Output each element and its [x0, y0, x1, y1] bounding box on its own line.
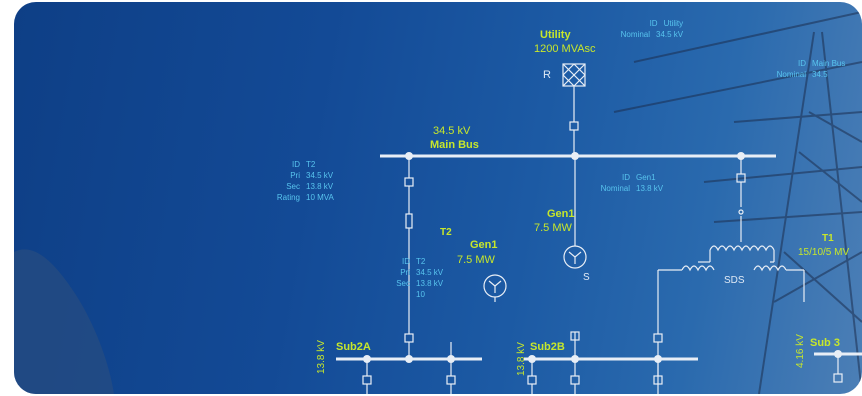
- main-bus-name: Main Bus: [430, 139, 479, 151]
- diagram-canvas: [14, 11, 862, 394]
- gen1-s-label: S: [583, 272, 590, 283]
- gen1-left-symbol: [483, 274, 507, 302]
- sub2a-name: Sub2A: [336, 341, 371, 353]
- gen1-center-rating: 7.5 MW: [534, 222, 572, 234]
- t1-name: T1: [822, 233, 834, 244]
- t2-branch: [404, 156, 414, 358]
- sub2a-voltage: 13.8 kV: [316, 340, 327, 374]
- utility-name: Utility: [540, 29, 571, 41]
- t1-rating: 15/10/5 MV: [798, 247, 850, 258]
- gen1-center-name: Gen1: [547, 208, 575, 220]
- t2-label: T2: [440, 227, 452, 238]
- gen1-center-symbol: [563, 156, 587, 269]
- sub2a-feeders: [362, 342, 456, 394]
- sub2b-feeders: [527, 331, 663, 394]
- gen1-left-name: Gen1: [470, 239, 498, 251]
- utility-rating: 1200 MVAsc: [534, 43, 596, 55]
- gen1-left-rating: 7.5 MW: [457, 254, 495, 266]
- sub2b-name: Sub2B: [530, 341, 565, 353]
- utility-source-symbol: [562, 63, 586, 156]
- main-bus-voltage: 34.5 kV: [433, 125, 471, 137]
- sub3-voltage: 4.16 kV: [795, 334, 806, 368]
- transmission-tower-graphic: [613, 11, 862, 394]
- worker-silhouette-graphic: [14, 249, 114, 394]
- sds-label: SDS: [724, 275, 745, 286]
- sub3-name: Sub 3: [810, 337, 840, 349]
- sub2b-voltage: 13.8 kV: [516, 342, 527, 376]
- utility-r-label: R: [543, 69, 551, 81]
